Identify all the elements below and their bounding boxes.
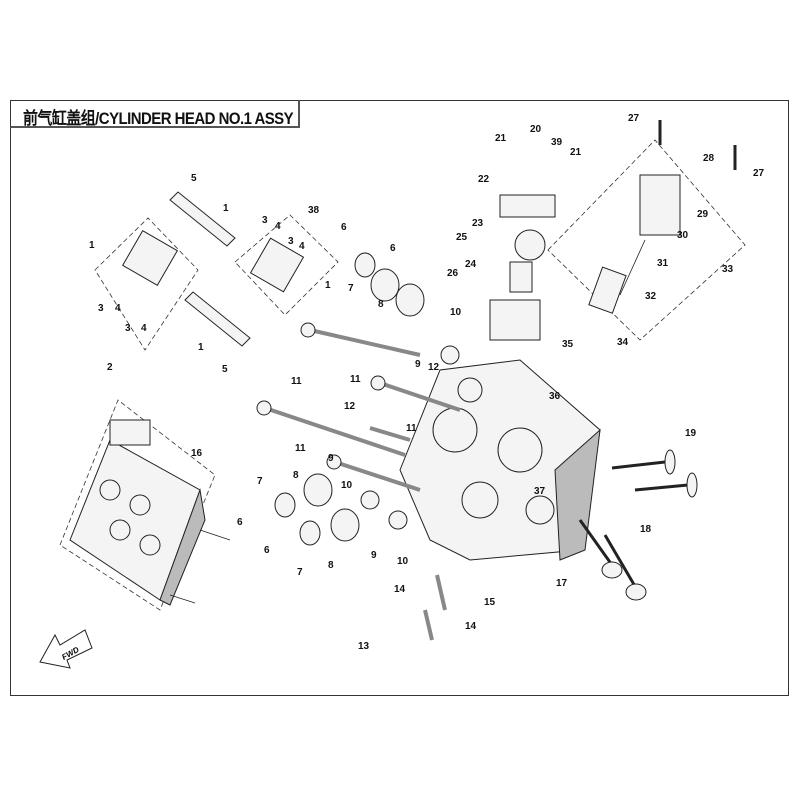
callout-37: 37	[534, 486, 546, 497]
callout-7: 7	[297, 567, 303, 578]
callout-12: 12	[428, 362, 440, 373]
callout-8: 8	[378, 299, 384, 310]
callout-22: 22	[478, 174, 490, 185]
rocker-arm-group-box-left	[94, 217, 199, 351]
callout-10: 10	[397, 556, 409, 567]
callout-15: 15	[484, 597, 496, 608]
callout-6: 6	[390, 243, 396, 254]
callout-21: 21	[570, 147, 582, 158]
callout-27: 27	[753, 168, 765, 179]
callout-8: 8	[293, 470, 299, 481]
valve-springs	[274, 252, 460, 546]
head-bolts	[256, 322, 461, 492]
diagram-frame	[10, 100, 789, 696]
callout-11: 11	[295, 443, 306, 454]
callout-18: 18	[640, 524, 652, 535]
callout-4: 4	[299, 241, 305, 252]
callout-9: 9	[328, 453, 334, 464]
callout-12: 12	[344, 401, 356, 412]
callout-23: 23	[472, 218, 484, 229]
callout-4: 4	[141, 323, 147, 334]
callout-3: 3	[288, 236, 294, 247]
callout-13: 13	[358, 641, 370, 652]
callout-29: 29	[697, 209, 709, 220]
callout-30: 30	[677, 230, 689, 241]
callout-27: 27	[628, 113, 640, 124]
callout-1: 1	[198, 342, 204, 353]
callout-7: 7	[257, 476, 263, 487]
forward-arrow-icon: FWD	[39, 629, 93, 669]
stud-upper	[435, 574, 447, 611]
callout-33: 33	[722, 264, 734, 275]
callout-7: 7	[348, 283, 354, 294]
callout-9: 9	[415, 359, 421, 370]
tensioner-group-box	[547, 139, 746, 341]
callout-1: 1	[325, 280, 331, 291]
callout-32: 32	[645, 291, 657, 302]
callout-11: 11	[291, 376, 302, 387]
callout-19: 19	[685, 428, 697, 439]
callout-9: 9	[371, 550, 377, 561]
callout-4: 4	[115, 303, 121, 314]
callout-38: 38	[308, 205, 320, 216]
chain-tensioner	[588, 120, 737, 314]
callout-24: 24	[465, 259, 477, 270]
callout-3: 3	[98, 303, 104, 314]
stud-lower	[423, 609, 434, 641]
callout-5: 5	[222, 364, 228, 375]
cylinder-head	[399, 359, 601, 561]
callout-8: 8	[328, 560, 334, 571]
callout-6: 6	[264, 545, 270, 556]
callout-34: 34	[617, 337, 629, 348]
callout-labels: 2728272120392122292330252426313332343536…	[89, 113, 765, 652]
callout-4: 4	[275, 221, 281, 232]
callout-39: 39	[551, 137, 563, 148]
title-box: 前气缸盖组/CYLINDER HEAD NO.1 ASSY	[10, 100, 300, 128]
cylinder-head-assembled	[69, 419, 231, 606]
callout-5: 5	[191, 173, 197, 184]
callout-17: 17	[556, 578, 568, 589]
callout-1: 1	[223, 203, 229, 214]
callout-3: 3	[125, 323, 131, 334]
callout-14: 14	[465, 621, 477, 632]
callout-6: 6	[341, 222, 347, 233]
callout-6: 6	[237, 517, 243, 528]
callout-35: 35	[562, 339, 574, 350]
rocker-arm-group-box-right	[234, 214, 339, 316]
callout-31: 31	[657, 258, 669, 269]
cylinder-head-view-box	[59, 399, 216, 611]
rocker-arm-right	[249, 237, 305, 293]
callout-11: 11	[350, 374, 361, 385]
callout-11: 11	[406, 423, 417, 434]
callout-3: 3	[262, 215, 268, 226]
callout-1: 1	[89, 240, 95, 251]
callout-36: 36	[549, 391, 561, 402]
callout-2: 2	[107, 362, 113, 373]
callout-10: 10	[341, 480, 353, 491]
rocker-shafts	[169, 191, 251, 347]
callout-28: 28	[703, 153, 715, 164]
callout-10: 10	[450, 307, 462, 318]
callout-16: 16	[191, 448, 203, 459]
callout-21: 21	[495, 133, 507, 144]
callout-25: 25	[456, 232, 468, 243]
callout-20: 20	[530, 124, 542, 135]
thermostat-housing	[489, 194, 556, 341]
callout-14: 14	[394, 584, 406, 595]
diagram-title: 前气缸盖组/CYLINDER HEAD NO.1 ASSY	[23, 109, 294, 128]
valves	[578, 449, 698, 601]
rocker-arm-left	[121, 229, 179, 287]
callout-26: 26	[447, 268, 459, 279]
